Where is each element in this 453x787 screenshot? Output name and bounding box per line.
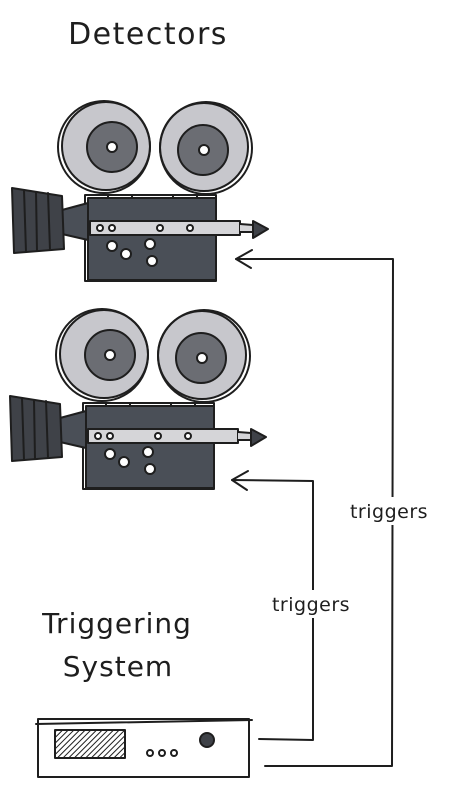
trigger-unit-led	[146, 749, 154, 757]
edge-label-bg	[336, 497, 442, 525]
detector-camera-top	[11, 100, 269, 282]
trigger-system-label-line2: System	[63, 650, 173, 683]
trigger-unit-panel	[54, 729, 126, 759]
trigger-unit-led	[170, 749, 178, 757]
film-camera-icon	[9, 308, 267, 490]
trigger-unit-led	[158, 749, 166, 757]
trigger-unit-knob	[199, 732, 215, 748]
edge-label-bg	[258, 590, 362, 618]
edge-label-bottom: triggers	[272, 594, 350, 616]
detector-camera-bottom	[9, 308, 267, 490]
trigger-system-label-line1: Triggering	[41, 607, 192, 640]
trigger-unit	[35, 718, 253, 778]
edge-label-top: triggers	[350, 501, 428, 523]
diagram-title: Detectors	[68, 17, 228, 52]
film-camera-icon	[11, 100, 269, 282]
